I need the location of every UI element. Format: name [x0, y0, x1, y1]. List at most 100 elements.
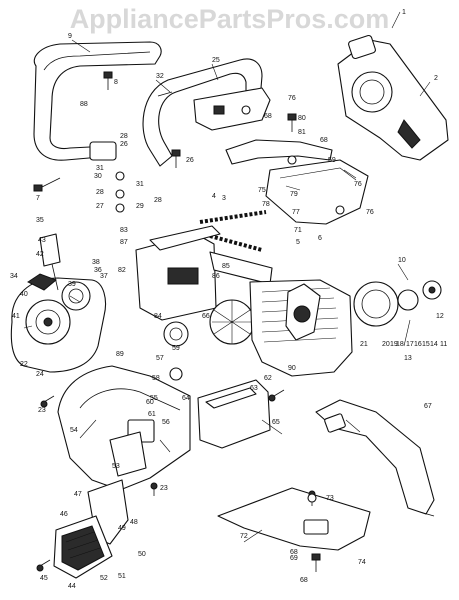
- part-callout-c22: 22: [20, 361, 28, 368]
- bottom-plate[interactable]: [217, 487, 371, 551]
- part-callout-c19: 19: [390, 341, 398, 348]
- part-callout-c56: 56: [162, 419, 170, 426]
- top-cover[interactable]: [265, 159, 369, 225]
- part-callout-c21: 21: [360, 341, 368, 348]
- engine-cylinder[interactable]: [249, 279, 353, 377]
- part-callout-c37: 37: [100, 273, 108, 280]
- part-callout-c6: 6: [318, 235, 322, 242]
- part-callout-c75: 75: [258, 187, 266, 194]
- part-callout-c23b: 23: [160, 485, 168, 492]
- fuel-cap[interactable]: [163, 321, 189, 381]
- part-callout-c62: 62: [264, 375, 272, 382]
- part-callout-c77: 77: [292, 209, 300, 216]
- part-callout-c82: 82: [118, 267, 126, 274]
- part-callout-c80: 80: [298, 115, 306, 122]
- part-callout-c67: 67: [424, 403, 432, 410]
- part-callout-c53: 53: [112, 463, 120, 470]
- rear-cap[interactable]: [53, 515, 113, 579]
- part-callout-c52: 52: [100, 575, 108, 582]
- part-callout-c49: 49: [118, 525, 126, 532]
- rear-handle[interactable]: [142, 58, 271, 167]
- part-callout-c55: 55: [150, 395, 158, 402]
- fuel-tank[interactable]: [197, 379, 271, 449]
- part-callout-c46: 46: [60, 511, 68, 518]
- part-callout-c1: 1: [402, 9, 406, 16]
- part-callout-c51: 51: [118, 573, 126, 580]
- part-callout-c13: 13: [404, 355, 412, 362]
- part-callout-c64: 64: [182, 395, 190, 402]
- part-callout-c83: 83: [120, 227, 128, 234]
- part-callout-c16: 16: [414, 341, 422, 348]
- part-callout-c17: 17: [406, 341, 414, 348]
- part-callout-c76c: 76: [366, 209, 374, 216]
- part-callout-c9: 9: [68, 33, 72, 40]
- clutch-drum[interactable]: [353, 280, 442, 327]
- part-callout-c84: 84: [154, 313, 162, 320]
- part-callout-c31b: 31: [136, 181, 144, 188]
- part-callout-c4: 4: [212, 193, 216, 200]
- part-callout-c87: 87: [120, 239, 128, 246]
- part-callout-c58: 58: [152, 375, 160, 382]
- part-callout-c78: 78: [262, 201, 270, 208]
- part-callout-c28a: 28: [96, 189, 104, 196]
- part-callout-c39: 39: [68, 281, 76, 288]
- air-filter-housing[interactable]: [135, 225, 273, 321]
- part-callout-c25: 25: [212, 57, 220, 64]
- part-callout-c63: 63: [250, 385, 258, 392]
- part-callout-c14: 14: [430, 341, 438, 348]
- saw-chain[interactable]: [199, 210, 267, 252]
- flywheel[interactable]: [209, 299, 255, 345]
- part-callout-c79: 79: [290, 191, 298, 198]
- part-callout-c35: 35: [36, 217, 44, 224]
- part-callout-c5: 5: [296, 239, 300, 246]
- part-callout-c20: 20: [382, 341, 390, 348]
- part-callout-c23a: 23: [38, 407, 46, 414]
- part-callout-c47: 47: [74, 491, 82, 498]
- starter-handle[interactable]: [39, 233, 61, 291]
- part-callout-c60: 60: [146, 399, 154, 406]
- part-callout-c61: 61: [148, 411, 156, 418]
- part-callout-c38: 38: [92, 259, 100, 266]
- part-callout-c89: 89: [116, 351, 124, 358]
- part-callout-c7: 7: [36, 195, 40, 202]
- starter-housing[interactable]: [10, 273, 107, 373]
- part-callout-c90: 90: [288, 365, 296, 372]
- part-callout-c65: 65: [272, 419, 280, 426]
- part-callout-c68c: 68: [290, 549, 298, 556]
- part-callout-c3: 3: [222, 195, 226, 202]
- part-callout-c28b: 28: [120, 133, 128, 140]
- part-callout-c73: 73: [326, 495, 334, 502]
- part-callout-c18: 18: [396, 341, 404, 348]
- part-callout-c12: 12: [436, 313, 444, 320]
- hardware-bolts[interactable]: [33, 71, 435, 572]
- part-callout-c40: 40: [20, 291, 28, 298]
- part-callout-c8: 8: [114, 79, 118, 86]
- part-callout-c45: 45: [40, 575, 48, 582]
- part-callout-c11: 11: [440, 341, 447, 348]
- ignition-module[interactable]: [109, 431, 147, 477]
- part-callout-c26b: 26: [186, 157, 194, 164]
- part-callout-c43: 43: [38, 237, 46, 244]
- part-callout-c34: 34: [10, 273, 18, 280]
- part-callout-c68a: 68: [264, 113, 272, 120]
- clutch-cover[interactable]: [337, 34, 449, 161]
- part-callout-c26a: 26: [120, 141, 128, 148]
- part-callout-c36: 36: [94, 267, 102, 274]
- front-handle[interactable]: [33, 41, 162, 161]
- part-callout-c10: 10: [398, 257, 406, 264]
- part-callout-c29: 29: [136, 203, 144, 210]
- starter-pulley[interactable]: [61, 281, 91, 311]
- part-callout-c28c: 28: [154, 197, 162, 204]
- part-callout-c48: 48: [130, 519, 138, 526]
- part-callout-c76b: 76: [354, 181, 362, 188]
- part-callout-c59a: 59: [172, 345, 180, 352]
- part-callout-c69: 69: [290, 555, 298, 562]
- part-callout-c88: 88: [80, 101, 88, 108]
- part-callout-c54: 54: [70, 427, 78, 434]
- part-callout-c57: 57: [156, 355, 164, 362]
- handle-bracket[interactable]: [225, 139, 333, 165]
- part-callout-c74: 74: [358, 559, 366, 566]
- leader-lines: [23, 11, 431, 543]
- part-callout-c76a: 76: [288, 95, 296, 102]
